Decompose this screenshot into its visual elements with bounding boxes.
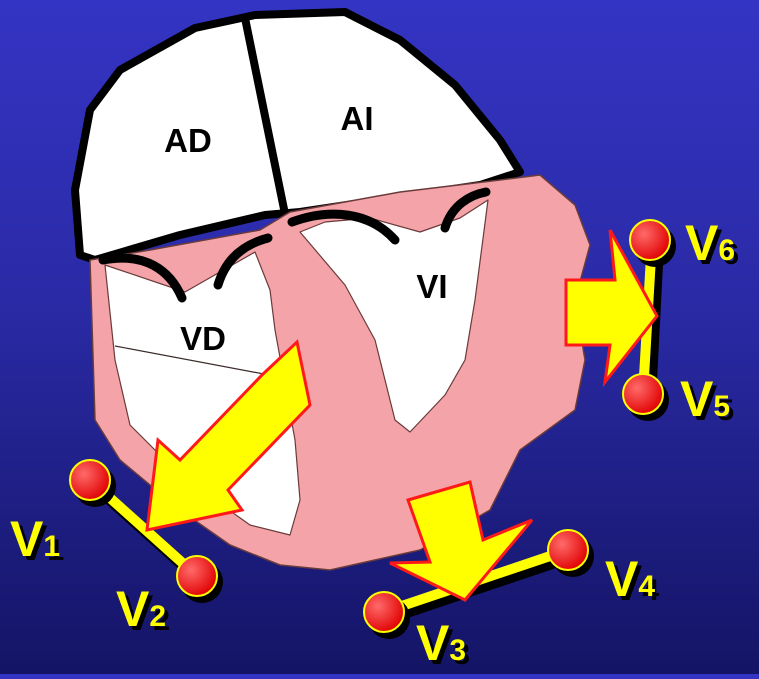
electrode-v2 [177, 556, 217, 596]
lead-label-v2-text: V2 [116, 581, 166, 637]
electrode-v1 [70, 460, 110, 500]
lead-label-v4-text: V4 [605, 551, 655, 607]
lead-label-v6: V6 V6 [685, 215, 739, 275]
lead-label-v1-text: V1 [10, 511, 60, 567]
lead-label-v5-text: V5 [680, 371, 730, 427]
lead-label-v3-text: V3 [416, 615, 466, 671]
electrode-v3 [364, 592, 404, 632]
label-vi: VI [416, 268, 447, 305]
electrode-v6 [630, 220, 670, 260]
lead-label-v2: V2 V2 [116, 581, 170, 641]
lead-label-v1: V1 V1 [10, 511, 64, 571]
electrode-v4 [548, 530, 588, 570]
electrode-v5 [623, 374, 663, 414]
label-ai: AI [341, 100, 374, 137]
lead-label-v3: V3 V3 [416, 615, 470, 674]
lead-label-v6-text: V6 [685, 215, 735, 271]
label-ad: AD [164, 122, 212, 159]
lead-label-v5: V5 V5 [680, 371, 734, 431]
label-vd: VD [180, 320, 226, 357]
lead-label-v4: V4 V4 [605, 551, 659, 611]
